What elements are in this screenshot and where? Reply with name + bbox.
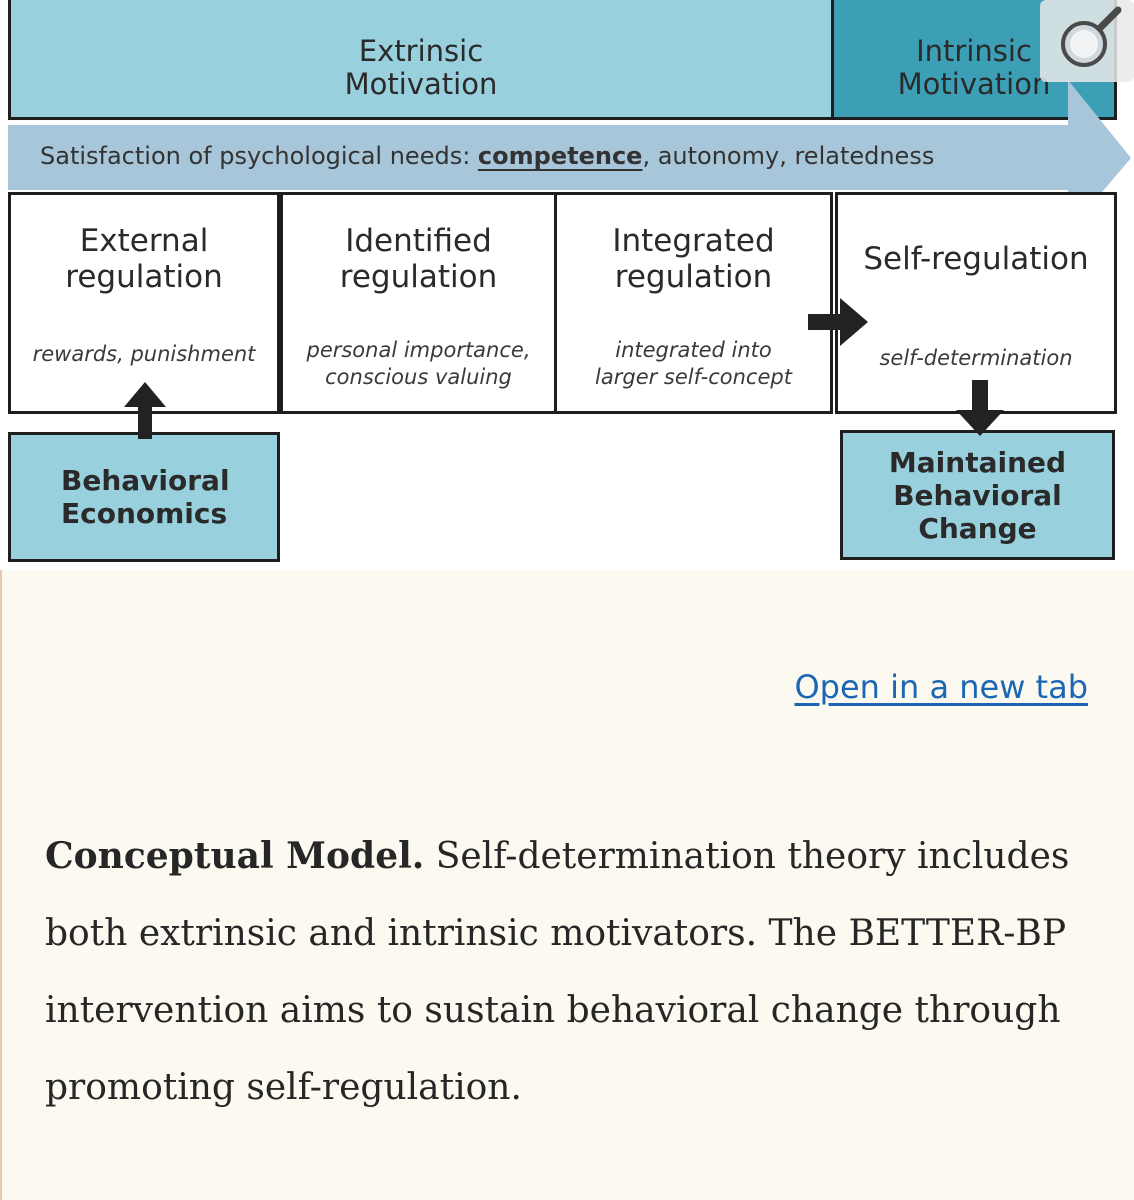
page-edge: [0, 0, 2, 1200]
identified-regulation-box: Identified regulation personal importanc…: [280, 192, 557, 414]
intrinsic-motivation-label: Intrinsic Motivation: [897, 34, 1051, 101]
identified-regulation-desc: personal importance, conscious valuing: [306, 338, 531, 389]
zoom-button[interactable]: [1040, 0, 1134, 82]
down-arrow-icon: [956, 380, 1004, 436]
magnifier-icon: [1040, 0, 1134, 82]
integrated-regulation-desc: integrated into larger self-concept: [595, 338, 792, 389]
open-in-new-tab-link[interactable]: Open in a new tab: [794, 668, 1088, 706]
up-arrow-icon: [124, 382, 166, 439]
self-regulation-title: Self-regulation: [863, 241, 1089, 277]
behavioral-economics-label: Behavioral Economics: [61, 464, 230, 530]
extrinsic-motivation-box: Extrinsic Motivation: [8, 0, 834, 120]
caption-body: Self-determination theory includes both …: [45, 836, 1070, 1108]
external-regulation-box: External regulation rewards, punishment: [8, 192, 280, 414]
maintained-change-label: Maintained Behavioral Change: [888, 445, 1067, 545]
self-regulation-desc: self-determination: [879, 346, 1073, 370]
right-arrow-icon: [808, 298, 868, 346]
psychological-needs-text: Satisfaction of psychological needs: com…: [40, 142, 934, 170]
needs-competence: competence: [477, 142, 643, 170]
integrated-regulation-box: Integrated regulation integrated into la…: [554, 192, 833, 414]
figure-caption: Conceptual Model. Self-determination the…: [45, 818, 1095, 1126]
conceptual-model-figure: Extrinsic Motivation Intrinsic Motivatio…: [0, 0, 1134, 570]
self-regulation-box: Self-regulation self-determination: [835, 192, 1117, 414]
caption-title: Conceptual Model.: [45, 835, 425, 877]
integrated-regulation-title: Integrated regulation: [612, 223, 775, 295]
identified-regulation-title: Identified regulation: [339, 223, 498, 295]
maintained-change-box: Maintained Behavioral Change: [840, 430, 1115, 560]
extrinsic-motivation-label: Extrinsic Motivation: [344, 34, 498, 101]
external-regulation-desc: rewards, punishment: [32, 342, 256, 366]
needs-suffix: , autonomy, relatedness: [642, 142, 935, 170]
external-regulation-title: External regulation: [65, 223, 223, 295]
behavioral-economics-box: Behavioral Economics: [8, 432, 280, 562]
figure-arrows: [124, 298, 1004, 439]
psychological-needs-arrow: [8, 80, 1131, 232]
needs-prefix: Satisfaction of psychological needs:: [40, 142, 478, 170]
